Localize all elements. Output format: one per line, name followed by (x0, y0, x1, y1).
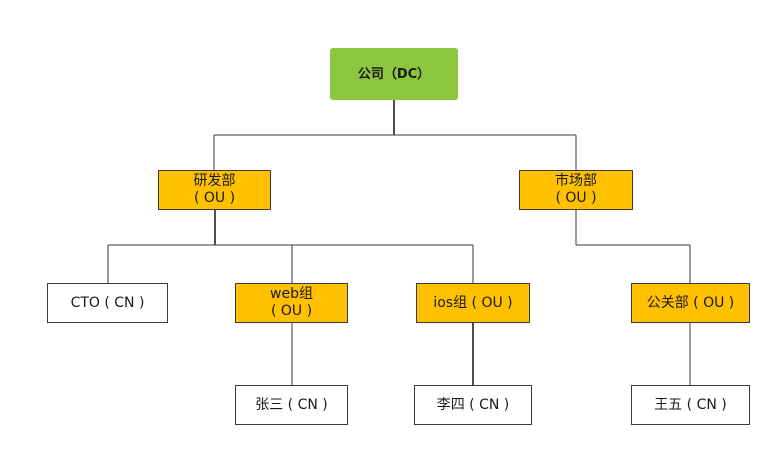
node-cto-label: CTO ( CN ) (70, 294, 145, 311)
node-wangwu-cn: 王五 ( CN ) (631, 385, 750, 425)
node-zhangsan-cn: 张三 ( CN ) (235, 385, 348, 425)
node-web-label: web组 (270, 286, 313, 302)
node-ios-label: ios组 ( OU ) (433, 294, 513, 311)
node-pr-ou: 公关部 ( OU ) (631, 283, 750, 323)
node-lisi-label: 李四 ( CN ) (436, 396, 510, 413)
node-company-label: 公司（DC） (357, 66, 431, 82)
node-zhangsan-label: 张三 ( CN ) (255, 396, 328, 413)
node-wangwu-label: 王五 ( CN ) (654, 396, 727, 413)
node-ios-ou: ios组 ( OU ) (416, 283, 530, 323)
node-web-ou: web组 ( OU ) (235, 283, 348, 323)
node-web-type: ( OU ) (270, 303, 313, 319)
node-rnd-ou: 研发部 ( OU ) (158, 170, 271, 210)
node-cto-cn: CTO ( CN ) (47, 283, 168, 323)
node-company-dc: 公司（DC） (330, 48, 458, 100)
node-market-ou: 市场部 ( OU ) (519, 170, 633, 210)
node-market-type: ( OU ) (555, 190, 597, 206)
node-market-label: 市场部 (555, 173, 597, 189)
node-rnd-label: 研发部 (193, 173, 236, 189)
node-rnd-type: ( OU ) (193, 190, 236, 206)
node-pr-label: 公关部 ( OU ) (646, 294, 735, 311)
node-lisi-cn: 李四 ( CN ) (414, 385, 532, 425)
